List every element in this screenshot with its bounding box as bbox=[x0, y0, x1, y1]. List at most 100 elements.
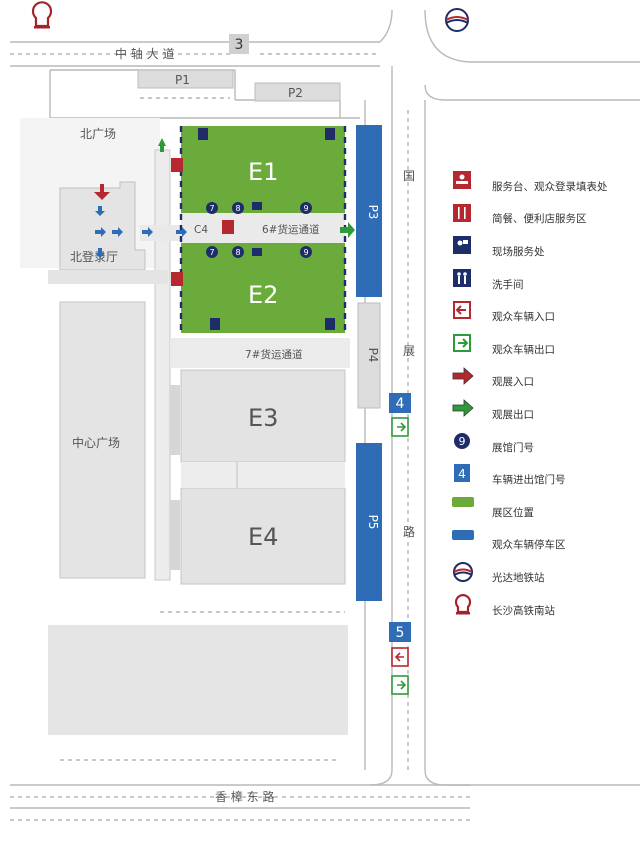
visitor-entrance-arrow-icon bbox=[452, 366, 474, 393]
road-east-middle-label: 展 bbox=[403, 344, 415, 358]
hall-door-7-upper[interactable]: 7 bbox=[206, 202, 218, 214]
hall-door-9-upper[interactable]: 9 bbox=[300, 202, 312, 214]
road-north-label: 中 轴 大 道 bbox=[115, 46, 174, 61]
parking-p1-label: P1 bbox=[175, 73, 190, 87]
legend-item: 观展入口 bbox=[452, 366, 640, 399]
central-plaza-label: 中心广场 bbox=[72, 435, 120, 450]
hall-door-7-lower[interactable]: 7 bbox=[206, 246, 218, 258]
parking-p1[interactable] bbox=[137, 69, 234, 89]
hall-door-9-lower[interactable]: 9 bbox=[300, 246, 312, 258]
legend-item: 光达地铁站 bbox=[452, 561, 640, 594]
legend-door-number: 9 bbox=[459, 435, 466, 448]
hall-e3[interactable] bbox=[180, 369, 346, 463]
legend-item-label: 展区位置 bbox=[492, 506, 534, 519]
metro-station-icon bbox=[445, 8, 469, 32]
parking-p4-label: P4 bbox=[366, 348, 380, 363]
parking-p2-label: P2 bbox=[288, 86, 303, 100]
svg-text:7: 7 bbox=[209, 204, 214, 213]
vehicle-entrance-icon bbox=[391, 647, 409, 667]
legend-item: 洗手间 bbox=[452, 268, 640, 301]
exhibit-area-swatch-icon bbox=[452, 496, 474, 523]
vehicle-gate-number-icon: 4 bbox=[452, 464, 474, 491]
south-block bbox=[48, 625, 348, 735]
north-hall-road bbox=[48, 270, 168, 284]
parking-p3[interactable] bbox=[356, 125, 382, 297]
restroom-icon bbox=[198, 128, 335, 330]
legend-item-label: 服务台、观众登录填表处 bbox=[492, 180, 608, 193]
svg-text:9: 9 bbox=[303, 204, 308, 213]
legend-item: 观众车辆出口 bbox=[452, 333, 640, 366]
hall-door-number-icon: 9 bbox=[452, 432, 474, 458]
metro-station-icon bbox=[452, 562, 474, 588]
svg-text:3: 3 bbox=[235, 37, 244, 53]
parking-p2[interactable] bbox=[254, 82, 341, 102]
hall-door-8-upper[interactable]: 8 bbox=[232, 202, 244, 214]
e3-e4-connector bbox=[181, 462, 345, 488]
legend-item-label: 车辆进出馆门号 bbox=[492, 474, 566, 487]
railway-station-icon bbox=[31, 1, 53, 29]
legend-item-label: 观展出口 bbox=[492, 408, 534, 421]
hall-e2-label: E2 bbox=[248, 281, 278, 309]
vehicle-entrance-icon bbox=[452, 301, 474, 328]
corridor-6-label: 6#货运通道 bbox=[262, 223, 320, 236]
west-walkway bbox=[154, 149, 171, 581]
central-plaza bbox=[59, 301, 146, 579]
legend-item: 观展出口 bbox=[452, 398, 640, 431]
road-east-lower-label: 路 bbox=[403, 524, 415, 539]
legend-item: 观众车辆入口 bbox=[452, 300, 640, 333]
legend-item-label: 观展入口 bbox=[492, 376, 534, 389]
hall-e1-label: E1 bbox=[248, 158, 278, 186]
railway-station-icon bbox=[452, 593, 474, 621]
parking-p4[interactable] bbox=[357, 302, 381, 409]
service-desk-icon bbox=[452, 171, 474, 197]
svg-text:8: 8 bbox=[235, 248, 240, 257]
legend-item-label: 长沙高铁南站 bbox=[492, 604, 555, 617]
vehicle-gate-3[interactable]: 3 bbox=[229, 34, 249, 54]
service-desk-icon bbox=[222, 220, 234, 234]
onsite-service-icon bbox=[452, 236, 474, 262]
parking-p5[interactable] bbox=[356, 443, 382, 601]
legend-item-label: 光达地铁站 bbox=[492, 571, 545, 584]
corridor-6 bbox=[181, 213, 345, 243]
hall-e4[interactable] bbox=[180, 487, 346, 585]
e3-side-strip bbox=[170, 385, 180, 455]
road-east-upper-label: 国 bbox=[403, 169, 415, 183]
legend-item-label: 展馆门号 bbox=[492, 441, 534, 454]
visitor-entrance-arrow-icon bbox=[94, 184, 110, 200]
legend-item: 4 车辆进出馆门号 bbox=[452, 463, 640, 496]
hall-door-8-lower[interactable]: 8 bbox=[232, 246, 244, 258]
restroom-icon bbox=[452, 268, 474, 295]
hall-e2[interactable] bbox=[181, 243, 345, 333]
map-legend: 服务台、观众登录填表处简餐、便利店服务区现场服务处洗手间观众车辆入口观众车辆出口… bbox=[452, 170, 640, 626]
legend-item: 展区位置 bbox=[452, 496, 640, 529]
hall-e1[interactable] bbox=[181, 126, 345, 213]
vehicle-exit-icon bbox=[391, 675, 409, 695]
legend-item-label: 现场服务处 bbox=[492, 245, 545, 258]
svg-text:7: 7 bbox=[209, 248, 214, 257]
hall-e4-label: E4 bbox=[248, 523, 278, 551]
svg-text:5: 5 bbox=[396, 625, 405, 641]
hall-e3-label: E3 bbox=[248, 404, 278, 432]
legend-item-label: 简餐、便利店服务区 bbox=[492, 213, 587, 226]
vehicle-gate-4[interactable]: 4 bbox=[389, 393, 411, 413]
parking-p5-label: P5 bbox=[366, 515, 380, 530]
svg-text:9: 9 bbox=[303, 248, 308, 257]
road-south-label: 香 樟 东 路 bbox=[215, 789, 274, 804]
north-hall-flow-arrows bbox=[95, 206, 187, 258]
legend-item-label: 观众车辆出口 bbox=[492, 343, 555, 356]
restaurant-icon bbox=[171, 158, 183, 286]
legend-item: 简餐、便利店服务区 bbox=[452, 203, 640, 236]
visitor-exit-arrow-icon bbox=[340, 222, 355, 238]
north-plaza-label: 北广场 bbox=[80, 127, 116, 141]
svg-text:4: 4 bbox=[396, 396, 405, 412]
vehicle-exit-icon bbox=[452, 333, 474, 360]
corridor-7-label: 7#货运通道 bbox=[245, 348, 303, 361]
legend-item-label: 洗手间 bbox=[492, 278, 524, 291]
vehicle-exit-icon bbox=[391, 417, 409, 437]
restaurant-icon bbox=[452, 203, 474, 230]
vehicle-gate-5[interactable]: 5 bbox=[389, 622, 411, 642]
e4-side-strip bbox=[170, 500, 180, 570]
legend-gate-number: 4 bbox=[458, 467, 466, 481]
